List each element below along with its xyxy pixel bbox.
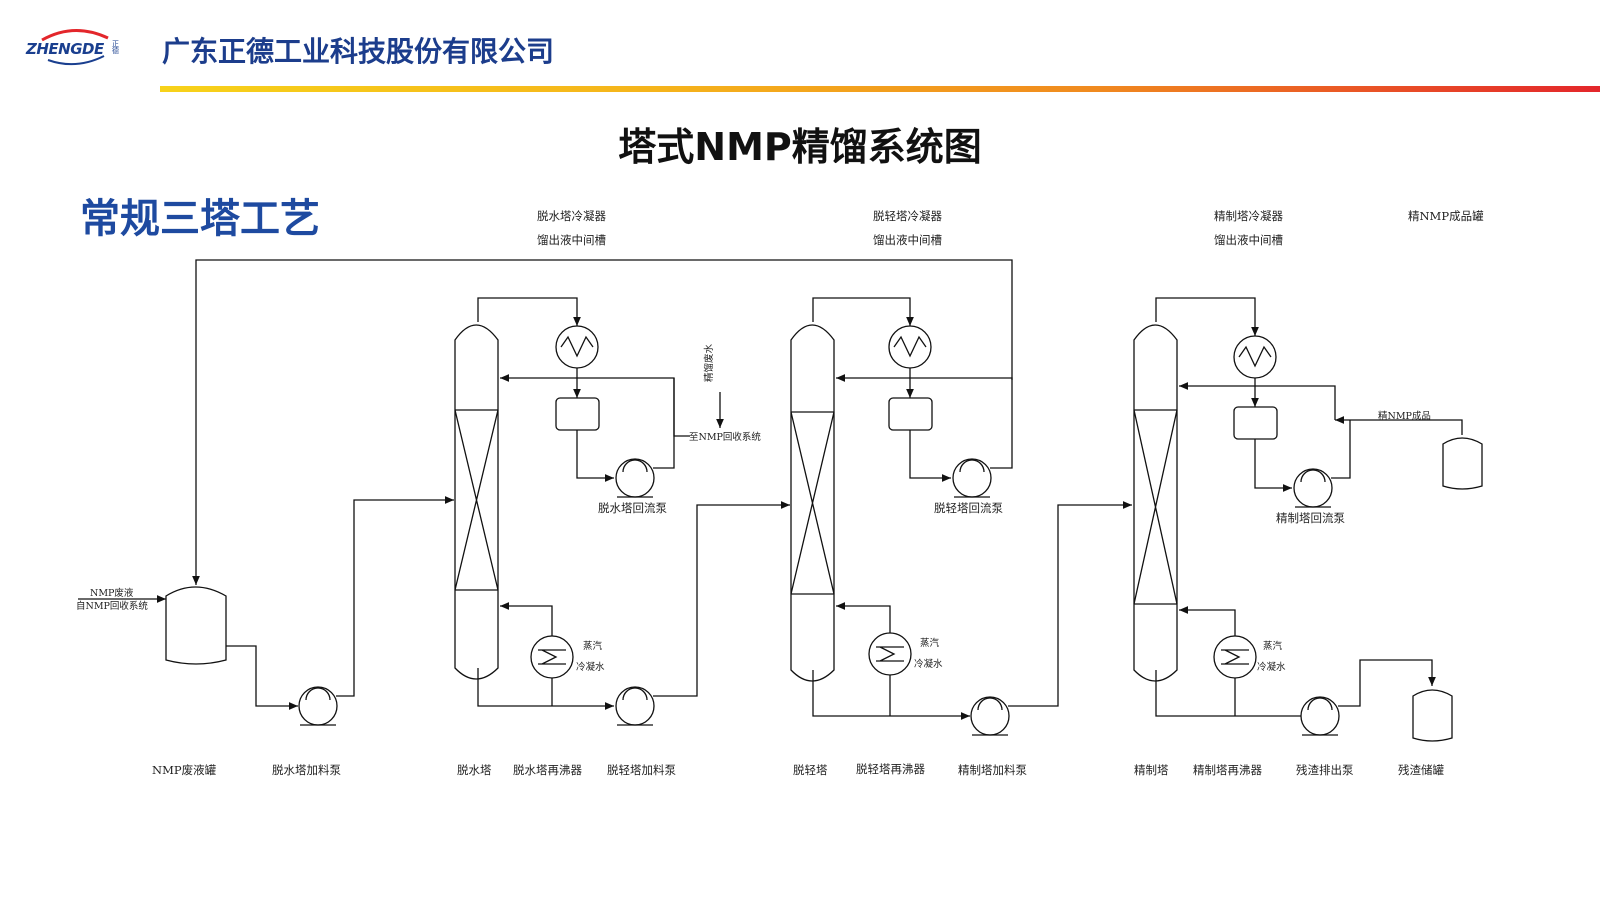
- label-t2-tower: 脱轻塔: [793, 763, 828, 777]
- t1-steam-label: 蒸汽: [583, 640, 603, 652]
- label-t1-tower: 脱水塔: [457, 763, 492, 777]
- logo-text: ZHENGDE: [26, 40, 104, 58]
- label-t1-feed-pump: 脱水塔加料泵: [272, 763, 341, 777]
- t1-tank-label: 馏出液中间槽: [537, 233, 606, 247]
- t3-steam-label: 蒸汽: [1263, 640, 1283, 652]
- residue-discharge-pump: [1300, 696, 1340, 736]
- t1-reflux-pump-label: 脱水塔回流泵: [598, 501, 667, 515]
- t3-feed-pump: [970, 696, 1010, 736]
- t1-condenser-label: 脱水塔冷凝器: [537, 209, 606, 223]
- t2-reflux-pump: [952, 458, 992, 498]
- company-name: 广东正德工业科技股份有限公司: [162, 35, 555, 68]
- header-gradient-bar: [160, 86, 1600, 92]
- to-nmp-recovery-label: 至NMP回收系统: [689, 431, 761, 443]
- t3-condenser: [1233, 335, 1277, 379]
- logo-sub-text: 正德: [112, 40, 119, 55]
- label-t2-reboiler: 脱轻塔再沸器: [856, 762, 925, 776]
- label-residue-tank: 残渣储罐: [1398, 763, 1444, 777]
- t1-reflux-pump: [615, 458, 655, 498]
- t2-condenser: [888, 325, 932, 369]
- t1-cond-water-label: 冷凝水: [576, 661, 605, 673]
- t3-reflux-pump-label: 精制塔回流泵: [1276, 511, 1345, 525]
- t3-refining-tower: [1133, 324, 1178, 682]
- inlet-label-2: 自NMP回收系统: [76, 600, 148, 612]
- t1-dehydration-tower: [454, 324, 499, 680]
- t1-condenser: [555, 325, 599, 369]
- label-t2-feed-pump: 脱轻塔加料泵: [607, 763, 676, 777]
- page-title: 塔式NMP精馏系统图: [618, 125, 982, 169]
- label-nmp-waste-tank: NMP废液罐: [152, 763, 217, 777]
- t1-feed-pump: [298, 686, 338, 726]
- pure-water-label: 精馏废水: [703, 343, 715, 382]
- label-residue-pump: 残渣排出泵: [1296, 763, 1354, 777]
- t1-distillate-tank: [555, 397, 600, 431]
- recycle-line: [192, 259, 1013, 585]
- t2-reflux-pump-label: 脱轻塔回流泵: [934, 501, 1003, 515]
- t3-reboiler: [1213, 635, 1257, 679]
- t2-steam-label: 蒸汽: [920, 637, 940, 649]
- t3-condenser-label: 精制塔冷凝器: [1214, 209, 1283, 223]
- t2-condenser-label: 脱轻塔冷凝器: [873, 209, 942, 223]
- t3-cond-water-label: 冷凝水: [1257, 661, 1286, 673]
- t2-cond-water-label: 冷凝水: [914, 658, 943, 670]
- t2-reboiler: [868, 632, 912, 676]
- label-t1-reboiler: 脱水塔再沸器: [513, 763, 582, 777]
- t3-reflux-pump: [1293, 468, 1333, 508]
- product-tank-top-label: 精NMP成品罐: [1408, 209, 1484, 223]
- label-t3-tower: 精制塔: [1134, 763, 1169, 777]
- product-line-label: 精NMP成品: [1378, 410, 1431, 422]
- residue-storage-tank: [1412, 689, 1453, 742]
- inlet-label-1: NMP废液: [90, 587, 134, 599]
- t2-tank-label: 馏出液中间槽: [873, 233, 942, 247]
- t2-light-removal-tower: [790, 324, 835, 682]
- company-logo: [41, 28, 109, 66]
- label-t3-reboiler: 精制塔再沸器: [1193, 763, 1262, 777]
- t3-distillate-tank: [1233, 406, 1278, 440]
- t1-reboiler: [530, 635, 574, 679]
- t2-distillate-tank: [888, 397, 933, 431]
- process-subtitle: 常规三塔工艺: [80, 196, 320, 242]
- product-tank: [1442, 437, 1483, 490]
- t2-feed-pump: [615, 686, 655, 726]
- label-t3-feed-pump: 精制塔加料泵: [958, 763, 1027, 777]
- nmp-waste-tank: [165, 586, 227, 665]
- t3-tank-label: 馏出液中间槽: [1214, 233, 1283, 247]
